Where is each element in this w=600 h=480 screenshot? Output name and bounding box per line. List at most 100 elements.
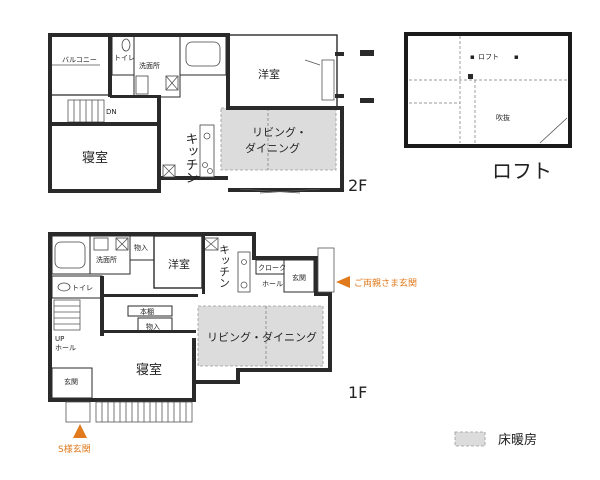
floor1-western-label: 洋室 [168, 257, 190, 271]
floor1-wall-bottom-mid [196, 380, 240, 384]
s-entrance-arrow-icon [73, 424, 87, 438]
floor1-toilet-bowl [57, 282, 71, 292]
floor2-closet [321, 59, 335, 101]
floor1-cloak-label: クローク [258, 264, 286, 272]
floor1-wall-bottom-left [90, 398, 196, 402]
floor2-wall-bedroom-top [52, 122, 157, 126]
floor2-wall-hall [157, 95, 161, 127]
floor1-storage2-room [137, 317, 173, 333]
floor2-western-room [227, 34, 338, 108]
floor2-washer [135, 75, 149, 95]
floor1-wall-top-right [252, 256, 318, 260]
floor1-bookshelf-label: 本棚 [140, 307, 154, 316]
floor1-entrance-left-label: 玄関 [64, 377, 78, 386]
floor1-hall-left-label: ホール [55, 344, 76, 352]
floor1-storage1-label: 物入 [134, 243, 148, 252]
floor2-kitchen-label: キッチン [183, 132, 198, 184]
loft-dot-left: ▪ [470, 53, 475, 61]
floor2-fridge-x2 [162, 164, 176, 178]
floor1-wall-top-step [252, 232, 256, 260]
floor2-wall-stub-1 [335, 52, 344, 56]
loft-panel: ロフト ▪ ▪ 吹抜 ロフト [404, 32, 572, 183]
floor1-bathtub [54, 241, 86, 269]
floor2-label: 2F [348, 176, 367, 195]
floor2-wall-bottom-mid [158, 176, 228, 180]
floor1-wall-hall [100, 276, 104, 336]
floor2-heating-zone [220, 107, 337, 171]
floor2-wall-hall-top [110, 95, 160, 98]
floor1-porch [317, 247, 335, 293]
floor1-vanity-x2 [115, 237, 129, 251]
floor2-bathtub [185, 41, 221, 67]
floor1-burner-1 [241, 259, 247, 265]
parents-entrance-arrow-icon [336, 276, 350, 288]
loft-dot-right: ▪ [514, 53, 519, 61]
floor2-kitchen-counter [199, 124, 215, 178]
floor1-wall-right [328, 292, 332, 372]
floor1-stairs-up-label: UP [55, 335, 64, 343]
floor1-wall-top [48, 232, 256, 236]
floor2-burner-1 [202, 162, 208, 168]
floor1-wall-entrance-right [314, 256, 318, 296]
floor1-toilet-label: トイレ [72, 284, 93, 292]
loft-column [468, 74, 473, 79]
floor2-toilet-bowl [121, 38, 131, 52]
floor2-stairs-dn-label: DN [106, 108, 117, 116]
floor1-wall-left [48, 232, 52, 402]
s-entrance-label: S様玄関 [58, 443, 91, 455]
floor1-wall-bottom-right [236, 368, 332, 372]
floor1-hall-right-label: ホール [262, 280, 283, 288]
floor1-living-label: リビング・ダイニング [207, 330, 317, 344]
floor2-closet-door [304, 59, 321, 66]
floor2-stairs [67, 99, 105, 123]
floor1-wall-hall-top [104, 294, 198, 297]
floor1-kitchen-label: キッチン [218, 244, 231, 288]
loft-title: ロフト [492, 159, 552, 183]
floor2-ext-stub-1 [360, 50, 374, 56]
floor1-bedroom-label: 寝室 [136, 362, 162, 378]
floor2-toilet-label: トイレ [114, 54, 135, 62]
floor2-wall-bedroom-right [157, 125, 161, 193]
legend: 床暖房 [454, 431, 537, 448]
floor2-vanity-x2 [165, 75, 179, 91]
floor1-entrance-right-room [283, 259, 315, 293]
floor2-wall-bottom-right [228, 188, 344, 192]
loft-loft-label: ロフト [478, 53, 499, 61]
floor1-entrance-right-label: 玄関 [292, 273, 306, 282]
floor1-deck [95, 401, 193, 423]
floor2-window-1 [239, 188, 301, 194]
floor2-balcony-label: バルコニー [62, 56, 97, 64]
loft-void-label: 吹抜 [496, 113, 510, 122]
floor2-living-label-1: リビング・ [252, 125, 307, 139]
floor1-entrance-step [65, 401, 91, 423]
floor2-bath-room [179, 34, 227, 76]
floor1-washroom-label: 洗面所 [96, 255, 117, 264]
floor2-bedroom-label: 寝室 [82, 150, 108, 166]
parents-entrance-label: ご両親さま玄関 [354, 277, 417, 289]
floor-2f: バルコニー トイレ 洗面所 洋室 DN 寝室 キッチン リビング・ ダイニング … [48, 33, 374, 195]
floor1-wall-bottom-step [236, 368, 240, 384]
floor1-stairs [53, 299, 81, 331]
floor2-burner-2 [207, 168, 213, 174]
floor2-wall-top-right [226, 106, 344, 110]
floor2-western-label: 洋室 [258, 67, 280, 81]
floor2-ext-stub-2 [360, 98, 374, 103]
legend-heating-swatch [454, 431, 486, 447]
loft-void-diagonal [539, 117, 568, 144]
loft-outline [404, 32, 572, 148]
floor2-window-2 [259, 188, 321, 194]
floor2-living-label-2: ダイニング [245, 141, 300, 155]
floor2-washroom-label: 洗面所 [139, 61, 160, 70]
floor1-washer [93, 237, 109, 251]
floor1-heating-zone [197, 305, 324, 367]
floor1-bookshelf [127, 305, 173, 317]
floor2-sink [203, 132, 211, 140]
floor1-storage2-label: 物入 [146, 322, 160, 331]
floor2-wall-stub-2 [335, 94, 344, 98]
floor2-wall-bottom-left [48, 189, 160, 193]
floor-1f: 洗面所 物入 洋室 キッチン クローク ホール 玄関 トイレ 本棚 物入 UP … [48, 232, 417, 455]
floor1-sink [240, 281, 248, 289]
floor1-label: 1F [348, 383, 367, 402]
floor2-wall-balcony [108, 35, 112, 97]
